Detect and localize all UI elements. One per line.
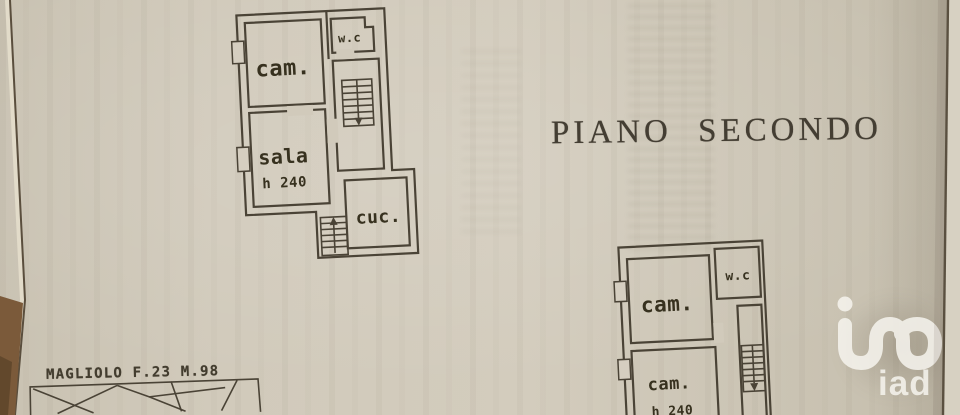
parcel-lines (32, 379, 238, 415)
ink-bleed-smudge (462, 50, 520, 240)
room-sala-outline (248, 108, 331, 209)
iad-logo-glyph (837, 296, 942, 370)
window-icon (230, 40, 246, 65)
floorplan-secondary-drawing: cam. w.c cam. h 240 (613, 239, 773, 415)
floorplan-main: cam. w.c sala h 240 cuc. (226, 0, 431, 275)
iad-logo-wordmark: iad (878, 364, 932, 402)
iad-logo: iad (837, 296, 942, 402)
room-label-cam: cam. (255, 55, 311, 83)
room-cam-bottom-outline (630, 345, 721, 415)
room-height-label: h 240 (651, 403, 693, 415)
outer-wall-outline (617, 239, 773, 415)
door-opening (336, 48, 355, 60)
door-opening (326, 118, 339, 144)
door-opening (286, 104, 314, 117)
room-cuc-outline (343, 176, 411, 250)
paper-edge-line (9, 0, 27, 415)
staircase-icon (740, 343, 767, 393)
interior-wall (325, 11, 330, 60)
room-label-wc: w.c (725, 268, 751, 284)
floorplan-secondary: cam. w.c cam. h 240 (610, 232, 783, 415)
table-surface-corner (0, 296, 23, 415)
room-label-cuc: cuc. (355, 206, 401, 229)
room-height-label: h 240 (262, 174, 307, 192)
cadastre-map (27, 376, 264, 415)
paper-edge-highlight (5, 0, 25, 415)
room-cam-outline (243, 18, 326, 109)
room-label-sala: sala (258, 143, 309, 169)
room-wc-outline (713, 245, 763, 300)
window-icon (617, 358, 632, 381)
room-label-wc: w.c (338, 30, 362, 45)
staircase-icon (319, 215, 350, 257)
floorplan-main-drawing: cam. w.c sala h 240 cuc. (230, 7, 420, 259)
window-icon (613, 280, 628, 303)
room-label-cam-bottom: cam. (647, 373, 691, 395)
map-border (29, 378, 262, 415)
window-icon (236, 146, 251, 173)
door-opening (713, 322, 725, 344)
floor-title: PIANO SECONDO (550, 110, 883, 152)
stair-hall-outline (331, 57, 386, 172)
staircase-icon (340, 78, 375, 128)
room-wc-outline (329, 16, 376, 55)
table-surface-dark (0, 356, 12, 415)
room-label-cam-top: cam. (640, 291, 694, 318)
outer-wall-outline (235, 7, 420, 259)
paper-left-edge (0, 0, 27, 415)
room-cam-top-outline (625, 254, 715, 345)
